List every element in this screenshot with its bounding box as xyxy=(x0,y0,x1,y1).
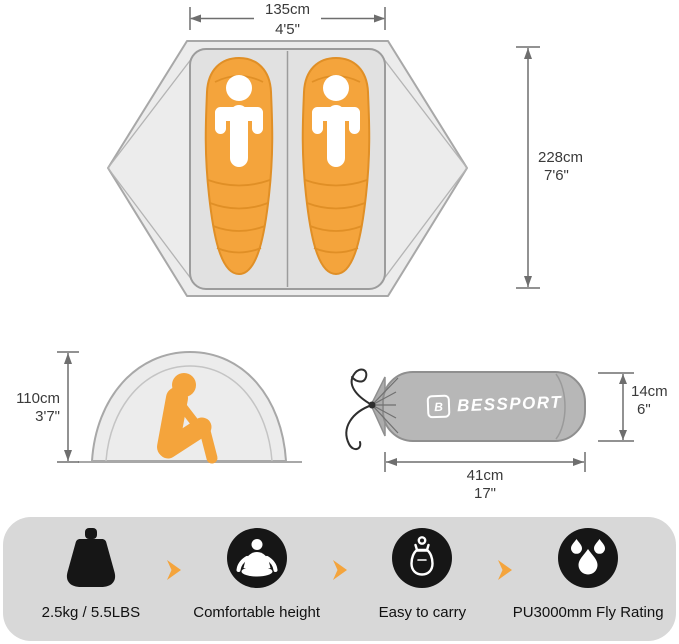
feature-bar: 2.5kg / 5.5LBS Comfortable height xyxy=(3,517,676,641)
tent-top-view xyxy=(107,40,468,297)
arrow-right-icon xyxy=(166,560,181,580)
tent-side-view xyxy=(78,350,302,464)
feature-weight-label: 2.5kg / 5.5LBS xyxy=(41,604,141,621)
feature-carry-label: Easy to carry xyxy=(378,604,467,621)
meditating-person-icon xyxy=(226,528,287,588)
feature-carry: Easy to carry xyxy=(349,527,497,621)
brand-logo-text: BESSPORT xyxy=(456,392,563,415)
dim-arrow-length xyxy=(516,46,540,289)
dim-arrow-bag-length xyxy=(384,452,586,472)
sleeping-bag-left xyxy=(204,57,274,275)
sideview-height-metric: 110cm xyxy=(16,390,60,407)
brand-logo: B BESSPORT xyxy=(426,391,563,419)
drawstring xyxy=(345,368,373,450)
dim-arrow-width xyxy=(189,7,386,30)
bag-diameter-metric: 14cm xyxy=(631,383,668,400)
topview-width-imperial: 4'5" xyxy=(275,21,300,38)
arrow-right-icon xyxy=(332,560,347,580)
dim-arrow-height xyxy=(57,351,79,463)
bag-length-metric: 41cm xyxy=(466,467,504,484)
water-drops-icon xyxy=(558,528,619,588)
dim-arrow-bag-diameter xyxy=(598,372,634,442)
sitting-person xyxy=(157,373,218,464)
bag-length-imperial: 17" xyxy=(473,485,496,502)
carry-sack-icon xyxy=(392,528,453,588)
topview-length-metric: 228cm xyxy=(538,149,584,166)
carry-bag xyxy=(345,368,586,450)
topview-width-metric: 135cm xyxy=(264,1,311,18)
sleeping-bag-right xyxy=(301,57,371,275)
feature-weight: 2.5kg / 5.5LBS xyxy=(17,527,165,621)
feature-height-label: Comfortable height xyxy=(193,604,320,621)
brand-logo-icon: B xyxy=(426,394,451,419)
topview-length-imperial: 7'6" xyxy=(544,167,569,184)
weight-icon xyxy=(66,528,115,587)
arrow-right-icon xyxy=(498,560,513,580)
sideview-height-imperial: 3'7" xyxy=(35,408,60,425)
feature-height: Comfortable height xyxy=(183,527,331,621)
bag-diameter-imperial: 6" xyxy=(637,401,651,418)
feature-waterproof: PU3000mm Fly Rating xyxy=(512,527,664,621)
feature-waterproof-label: PU3000mm Fly Rating xyxy=(512,604,664,621)
